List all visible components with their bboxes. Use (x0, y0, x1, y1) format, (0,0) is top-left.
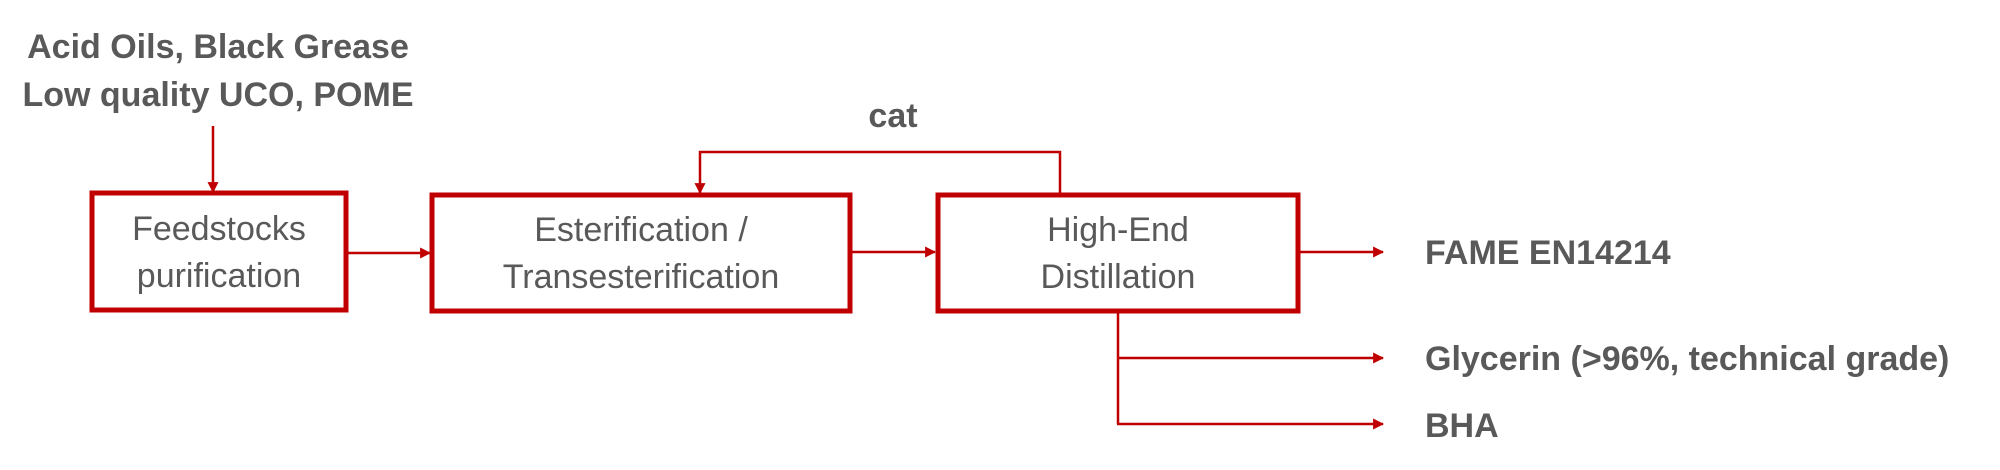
purification-box-label-line2: purification (137, 257, 301, 295)
distillation-box (935, 192, 1301, 314)
catalyst-recycle-arrow (694, 150, 1062, 195)
distillation-box-label-line1: High-End (1047, 211, 1189, 249)
esterification-box-label-line1: Esterification / (534, 211, 748, 249)
purification-box (89, 190, 349, 313)
glycerin-output-label: Glycerin (>96%, technical grade) (1425, 340, 1949, 378)
feed-input-label-line2: Low quality UCO, POME (22, 76, 413, 114)
purification-box-label-line1: Feedstocks (132, 210, 306, 248)
bha-output-label: BHA (1425, 407, 1499, 445)
catalyst-recycle-label: cat (868, 97, 917, 135)
feed-input-label-line1: Acid Oils, Black Grease (27, 28, 409, 66)
fame-output-label: FAME EN14214 (1425, 234, 1671, 272)
esterification-box-label-line2: Transesterification (503, 258, 780, 296)
esterification-box (429, 192, 853, 314)
distillation-box-label-line2: Distillation (1041, 258, 1196, 296)
